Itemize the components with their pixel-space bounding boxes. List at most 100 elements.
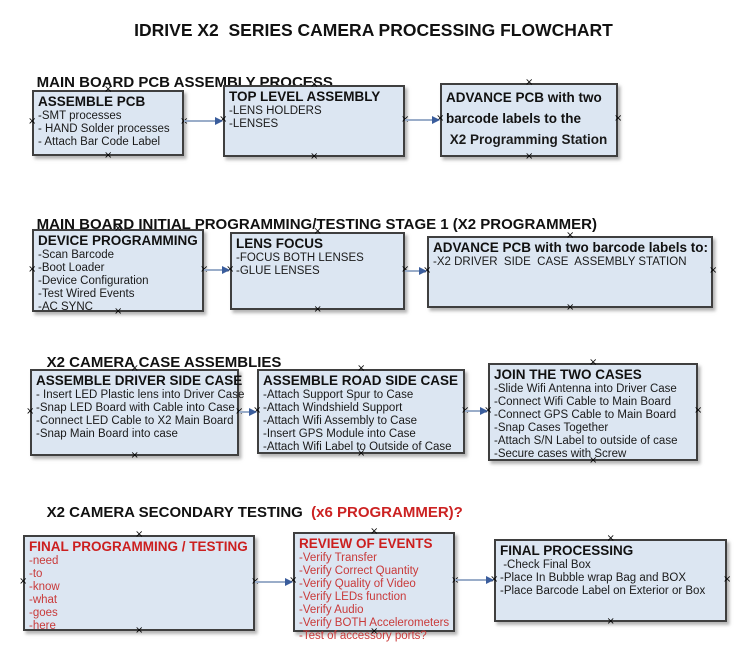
box-title: FINAL PROGRAMMING / TESTING <box>29 539 248 554</box>
connection-handle-left-icon: × <box>19 576 28 587</box>
box-title: JOIN THE TWO CASES <box>494 367 642 382</box>
connection-handle-bottom-icon: × <box>310 151 319 162</box>
box-lines: -Verify Transfer-Verify Correct Quantity… <box>299 552 449 643</box>
box-line: X2 Programming Station <box>446 132 608 147</box>
flowbox-assemble-driver-side-case[interactable]: ASSEMBLE DRIVER SIDE CASE - Insert LED P… <box>26 364 245 461</box>
arrow-head-icon <box>215 117 223 125</box>
connection-handle-right-icon: × <box>723 573 732 585</box>
connection-handle-top-icon: × <box>525 77 534 88</box>
connection-handle-bottom-icon: × <box>525 151 534 162</box>
connection-handle-left-icon: × <box>26 405 35 417</box>
flowbox-review-of-events[interactable]: REVIEW OF EVENTS -Verify Transfer-Verify… <box>289 527 459 643</box>
box-line: -need <box>29 555 59 567</box>
box-line: -SMT processes <box>38 110 122 122</box>
box-line: - HAND Solder processes <box>38 123 170 135</box>
arrow-head-icon <box>480 407 488 415</box>
box-line: -Connect GPS Cable to Main Board <box>494 409 677 421</box>
arrow-line <box>204 269 224 271</box>
connection-handle-left-icon: × <box>28 263 37 275</box>
box-title: DEVICE PROGRAMMING <box>38 233 198 248</box>
flow-arrow[interactable] <box>405 267 427 276</box>
box-line: -Connect LED Cable to X2 Main Board <box>36 415 234 427</box>
flow-arrow[interactable] <box>184 117 223 126</box>
flowbox-advance-pcb-driver-side[interactable]: ADVANCE PCB with two barcode labels to: … <box>423 231 717 313</box>
box-title: FINAL PROCESSING <box>500 543 634 558</box>
flow-arrow[interactable] <box>465 407 488 416</box>
box-line: -Verify BOTH Accelerometers <box>299 617 450 629</box>
connection-handle-left-icon: × <box>28 116 37 127</box>
box-line: -Connect Wifi Cable to Main Board <box>494 396 672 408</box>
flowbox-join-the-two-cases[interactable]: JOIN THE TWO CASES -Slide Wifi Antenna i… <box>484 358 702 466</box>
connection-handle-right-icon: × <box>709 265 718 276</box>
box-line: - Insert LED Plastic lens into Driver Ca… <box>36 389 245 401</box>
page-title: IDRIVE X2 SERIES CAMERA PROCESSING FLOWC… <box>134 20 613 40</box>
flowbox-assemble-pcb[interactable]: ASSEMBLE PCB -SMT processes- HAND Solder… <box>28 85 188 161</box>
box-line: -Test of accessory ports? <box>299 630 427 642</box>
arrow-line <box>239 411 251 413</box>
box-lines: -X2 DRIVER SIDE CASE ASSEMBLY STATION <box>433 256 707 269</box>
box-line: -Verify Correct Quantity <box>299 565 419 577</box>
arrow-head-icon <box>486 576 494 584</box>
flow-arrow[interactable] <box>455 576 494 585</box>
box-line: -know <box>29 581 60 593</box>
flowbox-lens-focus[interactable]: LENS FOCUS -FOCUS BOTH LENSES-GLUE LENSE… <box>226 227 409 315</box>
box-line: - Attach Bar Code Label <box>38 136 161 148</box>
arrow-head-icon <box>222 266 230 274</box>
flow-arrow[interactable] <box>239 408 257 417</box>
box-line: -Check Final Box <box>500 559 591 571</box>
arrow-head-icon <box>419 267 427 275</box>
arrow-line <box>255 581 287 583</box>
box-line: -Verify Quality of Video <box>299 578 416 590</box>
connection-handle-top-icon: × <box>589 357 598 368</box>
flowbox-device-programming[interactable]: DEVICE PROGRAMMING -Scan Barcode-Boot Lo… <box>28 224 208 317</box>
arrow-line <box>455 579 488 581</box>
flowbox-final-programming-testing[interactable]: FINAL PROGRAMMING / TESTING -need-to-kno… <box>19 530 259 636</box>
box-line: -to <box>29 568 43 580</box>
box-line: -Attach Wifi Label to Outside of Case <box>263 441 452 453</box>
box-line: -here <box>29 620 56 632</box>
arrow-head-icon <box>432 116 440 124</box>
box-lines: -SMT processes- HAND Solder processes- A… <box>38 110 178 149</box>
flowbox-final-processing[interactable]: FINAL PROCESSING -Check Final Box-Place … <box>490 534 731 627</box>
box-lines: -Scan Barcode-Boot Loader-Device Configu… <box>38 249 198 314</box>
box-line: -Secure cases with Screw <box>494 448 627 460</box>
flow-arrow[interactable] <box>255 578 293 587</box>
section-header-initial-programming: MAIN BOARD INITIAL PROGRAMMING/TESTING S… <box>20 199 597 250</box>
box-line: -Verify Transfer <box>299 552 377 564</box>
box-line: -Snap Cases Together <box>494 422 609 434</box>
flowbox-assemble-road-side-case[interactable]: ASSEMBLE ROAD SIDE CASE -Attach Support … <box>253 364 469 459</box>
flow-arrow[interactable] <box>204 266 230 275</box>
box-lines: -FOCUS BOTH LENSES-GLUE LENSES <box>236 252 399 278</box>
connection-handle-top-icon: × <box>606 533 615 544</box>
box-lines: - Insert LED Plastic lens into Driver Ca… <box>36 389 245 441</box>
box-lines: -need-to-know-what-goes-here <box>29 555 249 633</box>
section-header-text: X2 CAMERA SECONDARY TESTING <box>46 504 307 521</box>
arrow-line <box>184 120 217 122</box>
box-line: -Scan Barcode <box>38 249 115 261</box>
box-lines: -Slide Wifi Antenna into Driver Case-Con… <box>494 383 692 461</box>
connection-handle-bottom-icon: × <box>130 450 139 461</box>
box-line: -X2 DRIVER SIDE CASE ASSEMBLY STATION <box>433 256 687 268</box>
box-lines: X2 Programming Station <box>446 129 612 150</box>
box-title: ASSEMBLE ROAD SIDE CASE <box>263 373 459 388</box>
box-line: -Attach S/N Label to outside of case <box>494 435 678 447</box>
section-header-text: X2 CAMERA CASE ASSEMBLIES <box>46 354 282 371</box>
box-lines: -Attach Support Spur to Case-Attach Wind… <box>263 389 459 454</box>
box-title: ADVANCE PCB with two barcode labels to t… <box>446 90 602 126</box>
box-line: -FOCUS BOTH LENSES <box>236 252 364 264</box>
flowbox-advance-pcb-programming-station[interactable]: ADVANCE PCB with two barcode labels to t… <box>436 78 622 162</box>
box-line: -Snap Main Board into case <box>36 428 178 440</box>
arrow-head-icon <box>249 408 257 416</box>
section-header-secondary-testing: X2 CAMERA SECONDARY TESTING (x6 PROGRAMM… <box>30 487 463 538</box>
box-line: -LENSES <box>229 118 279 130</box>
box-title: ASSEMBLE DRIVER SIDE CASE <box>36 373 243 388</box>
box-line: -Device Configuration <box>38 275 149 287</box>
box-line: -AC SYNC <box>38 301 93 313</box>
flowbox-top-level-assembly[interactable]: TOP LEVEL ASSEMBLY -LENS HOLDERS-LENSES … <box>219 80 409 162</box>
box-line: -Boot Loader <box>38 262 105 274</box>
box-title: TOP LEVEL ASSEMBLY <box>229 89 381 104</box>
flow-arrow[interactable] <box>405 116 440 125</box>
connection-handle-right-icon: × <box>694 405 703 416</box>
box-line: -Attach Support Spur to Case <box>263 389 414 401</box>
